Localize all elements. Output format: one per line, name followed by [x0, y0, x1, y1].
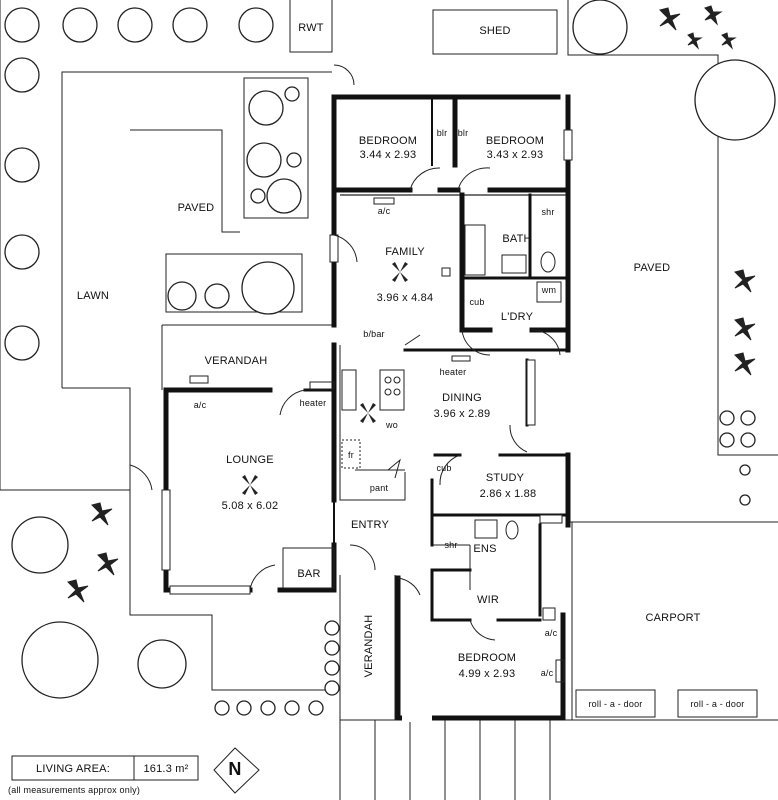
study-name: STUDY — [485, 472, 525, 484]
roll-door-frame-1 — [575, 689, 656, 718]
fr-label: fr — [348, 450, 354, 460]
ac-lounge-label: a/c — [193, 400, 207, 410]
laundry-label: L'DRY — [500, 311, 534, 323]
roll-door-1-label: roll - a - door — [588, 699, 643, 709]
carport-label: CARPORT — [645, 612, 701, 624]
verandah-side-label: VERANDAH — [363, 614, 375, 678]
ac-bed3a-label: a/c — [544, 628, 558, 638]
bath-tub — [464, 224, 486, 276]
shr-ens-label: shr — [444, 540, 458, 550]
fan-family — [392, 262, 408, 282]
bedroom2-name: BEDROOM — [485, 135, 545, 147]
bedroom3-size: 4.99 x 2.93 — [458, 668, 516, 680]
shed-outline — [432, 9, 558, 55]
north-label: N — [228, 759, 242, 779]
rwt-outline — [289, 0, 333, 53]
paved-left-label: PAVED — [177, 202, 215, 214]
dining-size: 3.96 x 2.89 — [433, 408, 491, 420]
ac-bed3b-label: a/c — [540, 668, 554, 678]
side-verandah-outline — [339, 575, 396, 720]
lounge-size: 5.08 x 6.02 — [221, 500, 279, 512]
fan-lounge — [242, 475, 258, 495]
pavers — [339, 719, 778, 800]
wo-label: wo — [386, 420, 398, 430]
bedroom2-size: 3.43 x 2.93 — [486, 149, 544, 161]
heater-lounge-label: heater — [299, 398, 327, 408]
family-size: 3.96 x 4.84 — [376, 292, 434, 304]
garden-outline — [129, 465, 340, 691]
lounge-name: LOUNGE — [226, 454, 274, 466]
cub-laundry-label: cub — [469, 297, 485, 307]
blr1-label: blr — [436, 128, 448, 138]
bedroom3-name: BEDROOM — [457, 652, 517, 664]
kitchen-outline — [339, 345, 406, 501]
paved-right-label: PAVED — [633, 262, 671, 274]
pantry-label: pant — [369, 483, 389, 493]
fan-kitchen — [360, 403, 376, 423]
ens-label: ENS — [473, 543, 497, 555]
cub-study-label: cub — [436, 463, 452, 473]
wm-label: wm — [541, 285, 557, 295]
planter-box-mid — [165, 253, 303, 313]
dining-name: DINING — [442, 392, 482, 404]
ac-family-label: a/c — [377, 206, 391, 216]
roll-door-frame-2 — [677, 689, 758, 718]
rwt-label: RWT — [298, 22, 324, 34]
verandah-outline — [161, 324, 332, 390]
shed-label: SHED — [479, 25, 511, 37]
study-size: 2.86 x 1.88 — [479, 488, 537, 500]
paved-outline — [61, 71, 332, 465]
bath-label: BATH — [502, 233, 532, 245]
roll-door-2-label: roll - a - door — [690, 699, 745, 709]
shr-bath-label: shr — [541, 207, 555, 217]
bar-label: BAR — [297, 568, 321, 580]
legend-value-box — [133, 755, 199, 781]
blr2-label: blr — [457, 128, 469, 138]
bedroom1-name: BEDROOM — [358, 135, 418, 147]
bedroom1-size: 3.44 x 2.93 — [359, 149, 417, 161]
planter-box-top — [243, 77, 309, 219]
living-area-value: 161.3 m² — [143, 763, 189, 775]
bbar-label: b/bar — [363, 329, 385, 339]
verandah-top-label: VERANDAH — [204, 355, 268, 367]
family-name: FAMILY — [385, 246, 425, 258]
wir-label: WIR — [477, 594, 499, 606]
north-arrow — [213, 747, 260, 794]
measurement-note: (all measurements approx only) — [8, 785, 141, 795]
heater-dining-label: heater — [439, 367, 467, 377]
lawn-label: LAWN — [76, 290, 110, 302]
living-area-label: LIVING AREA: — [36, 763, 110, 775]
entry-label: ENTRY — [350, 519, 390, 531]
yard-outline-right — [567, 0, 778, 456]
